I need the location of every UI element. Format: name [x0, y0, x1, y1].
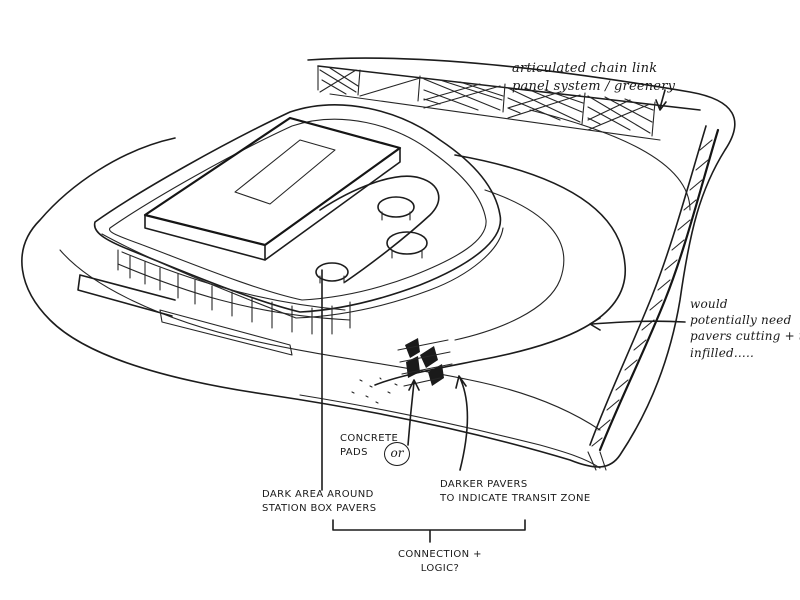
darker-pavers-label: Darker pavers to indicate transit zone [440, 479, 591, 504]
connection-logic-label: Connection + logic? [398, 549, 482, 574]
plaza-lower-edge [299, 394, 601, 469]
planter-ring-outer [93, 104, 502, 313]
paving-curve-inner [454, 189, 565, 341]
round-bench-2 [386, 231, 428, 255]
plaza-inner-edge [59, 249, 601, 431]
fence-right-hatching [591, 139, 713, 447]
planter-ring-inner [108, 118, 487, 301]
dark-paver-zone [351, 338, 453, 404]
station-roof-side [144, 147, 401, 261]
round-bench-1 [377, 196, 415, 218]
fence-right-base [587, 451, 607, 471]
arrow-fence-note [655, 89, 667, 111]
concrete-pads-label: Concrete pads [340, 433, 399, 458]
courtyard-edge [319, 175, 440, 283]
station-glazing [117, 249, 351, 335]
connection-bracket [332, 519, 526, 543]
bench-legs [319, 211, 423, 284]
fence-bottom-rail [329, 93, 661, 141]
arrow-darker-pavers [455, 375, 469, 471]
station-roof-top [143, 116, 402, 247]
lawn-block-left [77, 274, 176, 317]
fence-annotation: articulated chain link panel system / gr… [512, 61, 676, 94]
or-circle: or [384, 442, 410, 466]
dark-area-label: Dark area around station box pavers [262, 489, 377, 514]
planter-ring-band [101, 227, 504, 319]
arrow-concrete-pads [407, 379, 420, 446]
pavers-annotation: would potentially need pavers cutting + … [690, 297, 800, 360]
fence-right-outer [598, 128, 720, 452]
arrow-pavers-note [589, 317, 686, 331]
fence-right-inner [589, 125, 707, 446]
roof-skylight [234, 139, 336, 205]
round-bench-3 [315, 262, 349, 282]
lawn-block-front [159, 309, 293, 356]
fence-panels-top [317, 65, 656, 137]
